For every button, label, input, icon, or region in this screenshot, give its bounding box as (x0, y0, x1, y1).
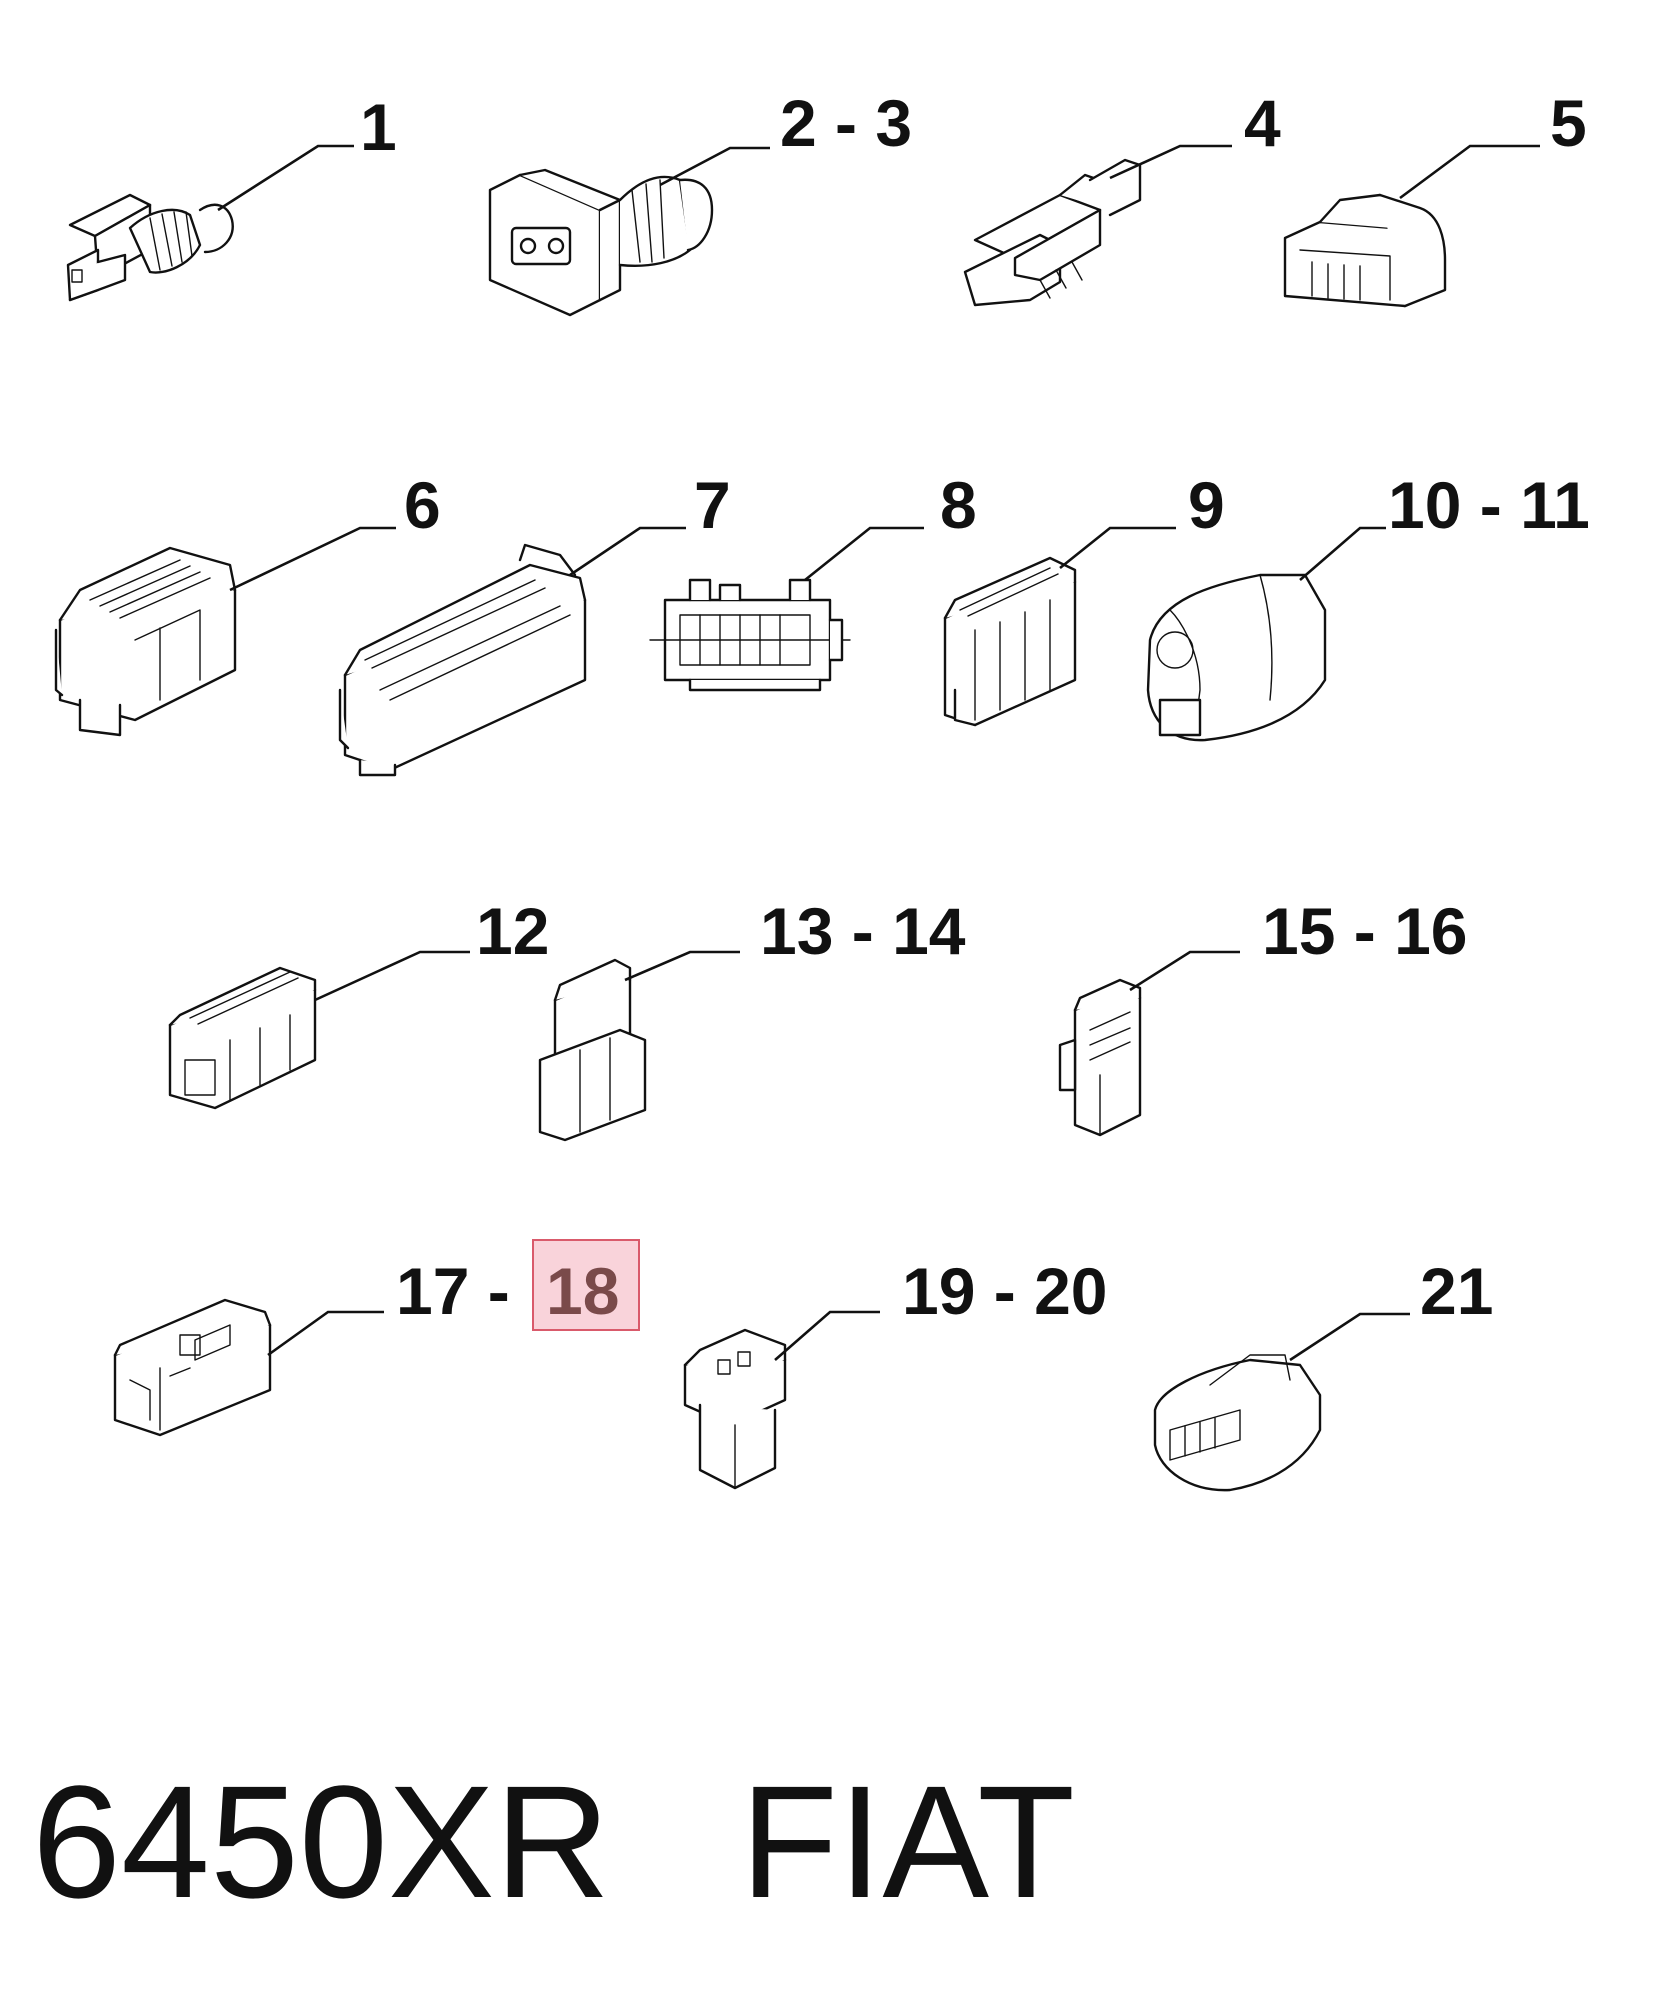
part-8-connector[interactable] (649, 578, 851, 692)
leader-15-16 (1129, 950, 1240, 992)
part-13-14-connector[interactable] (538, 958, 647, 1142)
part-5-connector[interactable] (1283, 193, 1447, 308)
part-code: 6450XR (32, 1752, 611, 1931)
part-17-18-connector[interactable] (113, 1298, 272, 1437)
callout-7[interactable]: 7 (694, 468, 731, 542)
part-9-connector[interactable] (943, 556, 1077, 727)
callout-2-3[interactable]: 2 - 3 (780, 86, 912, 160)
callout-19-20[interactable]: 19 - 20 (902, 1254, 1107, 1328)
callout-13-14[interactable]: 13 - 14 (760, 894, 966, 968)
part-7-connector[interactable] (338, 543, 587, 777)
part-10-11-connector[interactable] (1146, 573, 1327, 742)
callout-10-11[interactable]: 10 - 11 (1388, 468, 1590, 542)
part-1-connector[interactable] (66, 193, 234, 302)
callout-9[interactable]: 9 (1188, 468, 1225, 542)
callout-15-16[interactable]: 15 - 16 (1262, 894, 1467, 968)
leader-8 (804, 526, 924, 582)
callout-12[interactable]: 12 (476, 894, 549, 968)
part-4-connector[interactable] (963, 158, 1142, 307)
callout-18-highlighted[interactable]: 18 (546, 1254, 619, 1328)
leader-5 (1399, 144, 1540, 200)
leader-9 (1059, 526, 1176, 570)
leader-7 (569, 526, 686, 577)
callout-4[interactable]: 4 (1244, 86, 1281, 160)
leader-19-20 (774, 1310, 880, 1361)
callout-6[interactable]: 6 (404, 468, 441, 542)
part-12-connector[interactable] (168, 966, 317, 1110)
callout-8[interactable]: 8 (940, 468, 977, 542)
part-6-connector[interactable] (54, 546, 237, 737)
leader-17-18 (267, 1310, 384, 1357)
callout-21[interactable]: 21 (1420, 1254, 1493, 1328)
callout-17[interactable]: 17 - (396, 1254, 510, 1328)
leader-13-14 (624, 950, 740, 982)
part-2-3-connector[interactable] (488, 168, 714, 317)
leader-12 (314, 950, 470, 1002)
part-21-connector[interactable] (1153, 1354, 1322, 1492)
highlight-box (532, 1239, 640, 1331)
part-15-16-connector[interactable] (1058, 978, 1142, 1137)
leader-21 (1289, 1312, 1410, 1362)
callout-1[interactable]: 1 (360, 90, 397, 164)
leader-4 (1109, 144, 1232, 180)
leader-10-11 (1299, 526, 1386, 581)
leader-1 (217, 144, 354, 212)
leader-2-3 (659, 146, 770, 187)
callout-5[interactable]: 5 (1550, 86, 1587, 160)
leader-6 (229, 526, 396, 592)
part-19-20-connector[interactable] (683, 1328, 787, 1490)
brand-name: FIAT (740, 1752, 1075, 1931)
